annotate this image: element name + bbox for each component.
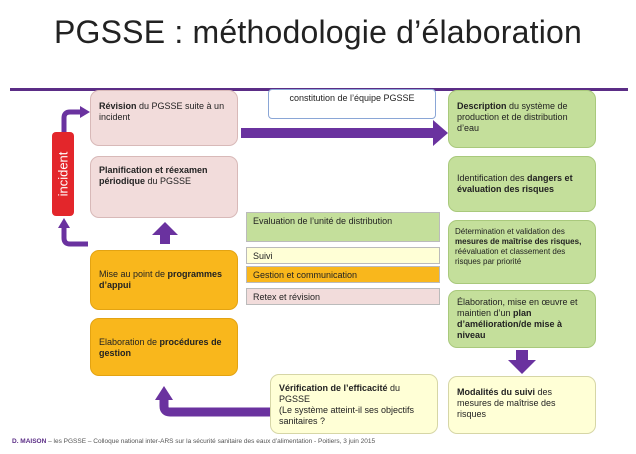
bar-retex: Retex et révision bbox=[246, 288, 440, 305]
revision-box: Révision du PGSSE suite à un incident bbox=[90, 90, 238, 146]
constitution-box: constitution de l’équipe PGSSE bbox=[268, 89, 436, 119]
bar-suivi: Suivi bbox=[246, 247, 440, 264]
bar-gestion: Gestion et communication bbox=[246, 266, 440, 283]
incident-box: incident bbox=[52, 132, 74, 216]
bar-evaluation: Evaluation de l’unité de distribution bbox=[246, 212, 440, 242]
page-title: PGSSE : méthodologie d’élaboration bbox=[53, 14, 583, 50]
plan-box: Élaboration, mise en œuvre et maintien d… bbox=[448, 290, 596, 348]
arrow-to-modalites bbox=[508, 350, 536, 374]
incident-loop-top bbox=[61, 109, 80, 132]
verification-box: Vérification de l’efficacité du PGSSE (L… bbox=[270, 374, 438, 434]
footer: D. MAISON – les PGSSE – Colloque nationa… bbox=[12, 438, 375, 445]
modalites-box: Modalités du suivi des mesures de maîtri… bbox=[448, 376, 596, 434]
footer-text: – les PGSSE – Colloque national inter-AR… bbox=[46, 438, 376, 445]
programmes-box: Mise au point de programmes d’appui bbox=[90, 250, 238, 310]
mesures-box: Détermination et validation des mesures … bbox=[448, 220, 596, 284]
dangers-box: Identification des dangers et évaluation… bbox=[448, 156, 596, 212]
planification-box: Planification et réexamen périodique du … bbox=[90, 156, 238, 218]
incident-loop-bottom bbox=[61, 226, 88, 247]
description-box: Description du système de production et … bbox=[448, 90, 596, 148]
arrow-to-planification bbox=[152, 222, 178, 244]
procedures-box: Elaboration de procédures de gestion bbox=[90, 318, 238, 376]
arrow-to-procedures bbox=[159, 398, 270, 417]
incident-label: incident bbox=[55, 151, 71, 197]
footer-author: D. MAISON bbox=[12, 438, 47, 445]
arrow-to-description bbox=[241, 120, 448, 146]
